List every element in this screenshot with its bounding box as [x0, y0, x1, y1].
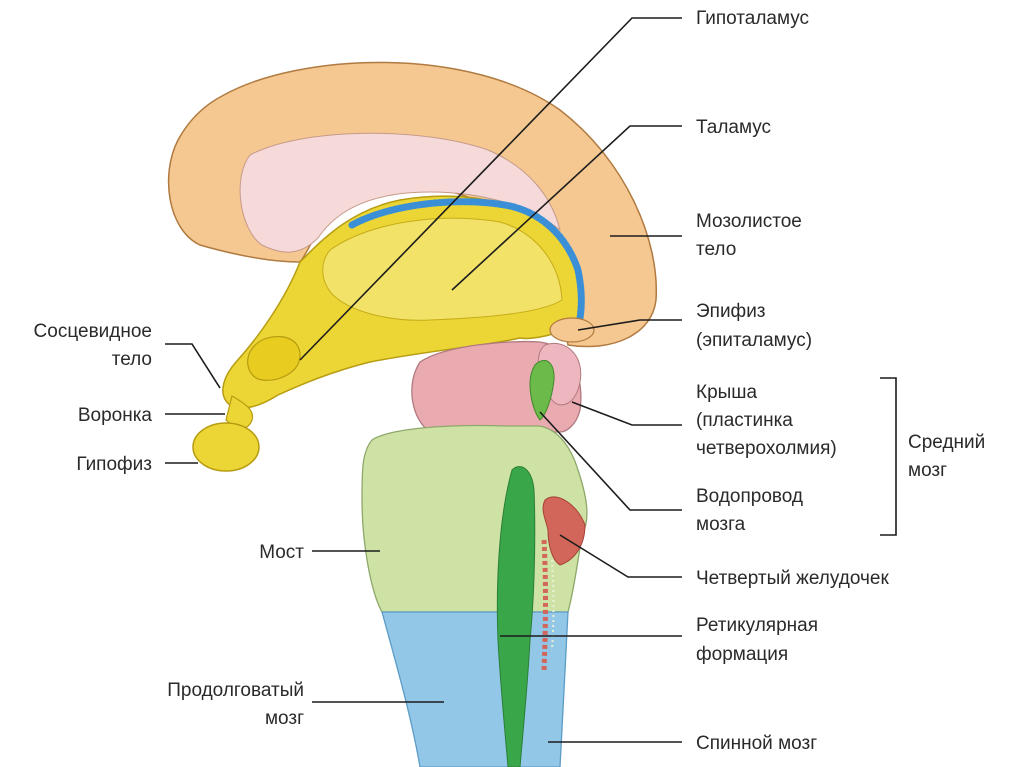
label-pons: Мост: [259, 542, 304, 563]
label-corpus-callosum-1: Мозолистое: [696, 211, 802, 232]
label-aqueduct-1: Водопровод: [696, 486, 803, 507]
label-infundibulum: Воронка: [78, 405, 153, 426]
label-tectum-2: (пластинка: [696, 410, 793, 431]
label-pituitary: Гипофиз: [76, 454, 152, 475]
label-thalamus: Таламус: [696, 117, 771, 138]
label-epiphysis-2: (эпиталамус): [696, 330, 812, 351]
label-spinal-cord: Спинной мозг: [696, 733, 817, 754]
label-medulla-2: мозг: [265, 708, 304, 729]
pituitary-shape: [193, 423, 259, 471]
tectum-leader: [572, 402, 682, 425]
midbrain-bracket: [880, 378, 896, 535]
epiphysis-shape: [550, 318, 594, 342]
label-hypothalamus: Гипоталамус: [696, 8, 809, 29]
label-reticular-1: Ретикулярная: [696, 615, 818, 636]
label-tectum-3: четверохолмия): [696, 438, 837, 459]
label-medulla-1: Продолговатый: [167, 680, 304, 701]
label-midbrain-1: Средний: [908, 432, 985, 453]
mammillary-leader: [165, 344, 220, 388]
label-epiphysis-1: Эпифиз: [696, 301, 766, 322]
label-aqueduct-2: мозга: [696, 514, 746, 535]
label-reticular-2: формация: [696, 644, 788, 665]
label-corpus-callosum-2: тело: [696, 239, 736, 260]
label-mammillary-2: тело: [112, 349, 152, 370]
label-mammillary-1: Сосцевидное: [34, 321, 152, 342]
label-midbrain-2: мозг: [908, 460, 947, 481]
label-fourth-ventricle: Четвертый желудочек: [696, 568, 889, 589]
label-tectum-1: Крыша: [696, 382, 758, 403]
